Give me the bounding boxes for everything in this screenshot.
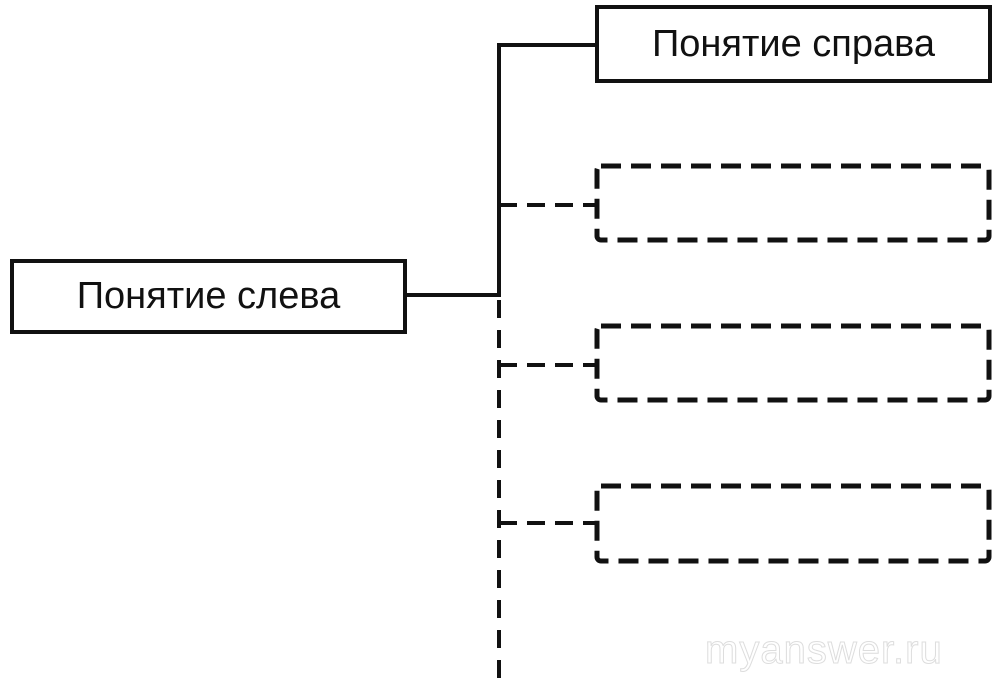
empty-concept-box-2 [594,323,992,403]
left-concept-box: Понятие слева [10,259,407,334]
right-concept-box: Понятие справа [595,5,992,83]
watermark: myanswer.ru [705,628,943,673]
empty-concept-box-3 [594,483,992,564]
empty-concept-box-1 [594,163,992,243]
